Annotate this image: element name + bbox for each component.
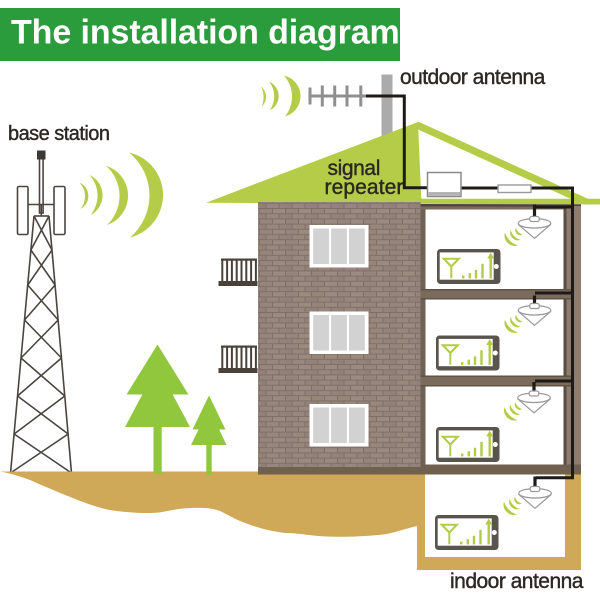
svg-text:indoor antenna: indoor antenna	[450, 570, 584, 593]
svg-text:base station: base station	[8, 123, 110, 145]
svg-text:repeater: repeater	[325, 176, 404, 199]
svg-text:The installation diagram: The installation diagram	[11, 14, 400, 52]
svg-text:outdoor antenna: outdoor antenna	[400, 66, 546, 89]
svg-text:signal: signal	[328, 157, 380, 180]
